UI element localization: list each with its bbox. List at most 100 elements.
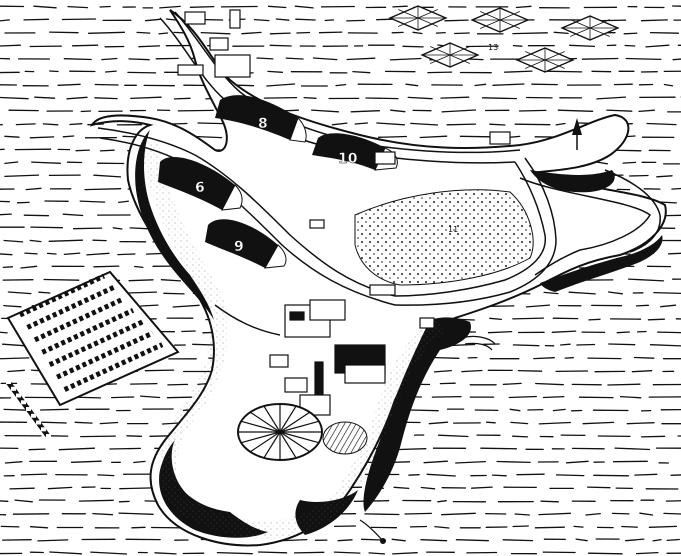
water-dash [376, 18, 393, 21]
water-dash [0, 57, 11, 60]
water-dash [392, 552, 418, 555]
water-dash [575, 538, 588, 542]
water-dash [34, 96, 56, 99]
water-dash [628, 174, 649, 177]
water-dash [166, 396, 193, 399]
boat-east [461, 335, 496, 351]
hangar-8: 8 [215, 95, 307, 143]
water-dash [58, 447, 96, 451]
pier-plank [36, 420, 41, 425]
water-dash [480, 447, 518, 450]
water-dash [441, 512, 476, 516]
water-dash [267, 70, 284, 73]
water-dash [74, 421, 93, 424]
label-11: 11 [448, 225, 458, 234]
pier [5, 380, 51, 438]
water-dash [24, 252, 38, 255]
water-dash [256, 57, 274, 60]
water-dash [285, 57, 304, 60]
water-dash [576, 343, 596, 346]
water-dash [318, 31, 343, 34]
water-dash [622, 161, 637, 164]
water-dash [263, 96, 298, 99]
water-dash [7, 369, 26, 373]
water-dash [94, 83, 119, 86]
water-dash [4, 461, 23, 464]
water-dash [84, 188, 122, 191]
water-dash [660, 304, 677, 308]
water-dash [346, 57, 376, 61]
water-dash [177, 109, 214, 112]
water-dash [4, 135, 20, 138]
pier-plank [31, 413, 36, 418]
water-dash [71, 44, 99, 47]
water-dash [49, 551, 83, 555]
tent-line [570, 27, 591, 37]
water-dash [540, 500, 559, 503]
water-dash [14, 499, 33, 503]
water-dash [189, 5, 215, 8]
water-dash [93, 265, 120, 268]
water-dash [551, 330, 577, 333]
water-dash [158, 32, 169, 35]
water-dash [653, 291, 681, 295]
water-dash [193, 135, 223, 139]
water-dash [559, 343, 571, 346]
water-dash [354, 122, 369, 125]
water-dash [627, 278, 665, 282]
water-dash [525, 304, 551, 308]
water-dash [295, 18, 316, 21]
water-dash [665, 500, 681, 502]
water-dash [555, 122, 566, 126]
water-dash [668, 252, 681, 255]
water-dash [565, 460, 589, 464]
water-dash [516, 473, 545, 476]
water-dash [671, 5, 681, 7]
tent-line [449, 46, 470, 56]
water-dash [66, 96, 88, 100]
water-dash [517, 369, 543, 372]
water-dash [181, 330, 196, 333]
water-dash [365, 97, 399, 100]
water-dash [331, 122, 348, 126]
water-dash [139, 395, 161, 399]
water-dash [587, 486, 611, 489]
water-dash [29, 136, 55, 139]
water-dash [514, 513, 530, 516]
water-dash [585, 512, 601, 516]
water-dash [419, 135, 448, 139]
water-dash [555, 474, 585, 477]
water-dash [335, 83, 347, 87]
water-dash [118, 512, 154, 515]
tent-line [525, 51, 546, 61]
water-dash [2, 266, 14, 269]
water-dash [129, 227, 151, 230]
water-dash [616, 331, 630, 334]
water-dash [112, 227, 123, 230]
water-dash [46, 252, 57, 255]
water-dash [596, 96, 627, 100]
pier-plank [46, 434, 51, 438]
water-dash [20, 473, 48, 476]
water-dash [0, 331, 8, 334]
water-dash [172, 304, 200, 308]
dome-structure [237, 403, 323, 461]
water-dash [20, 265, 38, 269]
water-dash [444, 19, 469, 22]
pier-plank [21, 400, 26, 405]
label-13: 13 [488, 43, 498, 52]
water-dash [552, 408, 566, 412]
water-dash [49, 31, 79, 34]
tent-icon [388, 5, 448, 31]
water-dash [0, 357, 30, 360]
water-dash [33, 5, 57, 9]
water-dash [159, 5, 181, 9]
tent-line [449, 54, 470, 64]
water-dash [29, 526, 49, 529]
water-dash [350, 110, 381, 113]
tent-line [398, 9, 419, 19]
water-dash [631, 370, 653, 373]
water-dash [165, 18, 178, 21]
water-dash [437, 500, 447, 503]
water-dash [241, 31, 262, 35]
